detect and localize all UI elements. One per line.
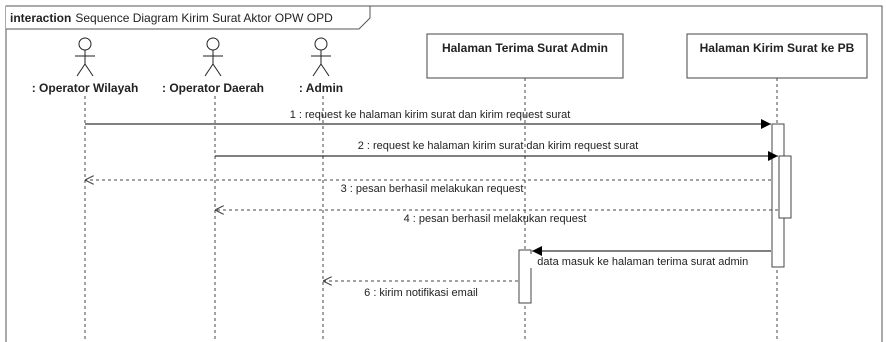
frame-tab bbox=[6, 5, 371, 30]
actor-label: : Operator Wilayah bbox=[32, 81, 139, 95]
message-5: 5 : data masuk ke halaman terima surat a… bbox=[522, 246, 771, 268]
message-label: 3 : pesan berhasil melakukan request bbox=[341, 183, 524, 195]
interaction-frame: interaction Sequence Diagram Kirim Surat … bbox=[5, 5, 883, 342]
message-label: 1 : request ke halaman kirim surat dan k… bbox=[290, 109, 571, 121]
actor-stick-figure-icon bbox=[311, 37, 331, 77]
message-4: 4 : pesan berhasil melakukan request bbox=[215, 210, 778, 225]
message-3: 3 : pesan berhasil melakukan request bbox=[85, 180, 771, 195]
message-1: 1 : request ke halaman kirim surat dan k… bbox=[85, 109, 771, 129]
message-label: 6 : kirim notifikasi email bbox=[364, 287, 478, 299]
activation-kirim-2 bbox=[778, 155, 792, 219]
frame-title: Sequence Diagram Kirim Surat Aktor OPW O… bbox=[75, 11, 333, 25]
message-6: 6 : kirim notifikasi email bbox=[323, 281, 518, 299]
object-box bbox=[426, 33, 624, 79]
actor-stick-figure-icon bbox=[203, 37, 223, 77]
actor-operator-daerah: : Operator Daerah bbox=[162, 37, 264, 95]
object-halaman-kirim-surat-ke-pb: Halaman Kirim Surat ke PB bbox=[686, 33, 868, 79]
object-halaman-terima-surat-admin: Halaman Terima Surat Admin bbox=[426, 33, 624, 79]
message-label: 2 : request ke halaman kirim surat dan k… bbox=[358, 140, 639, 152]
message-2: 2 : request ke halaman kirim surat dan k… bbox=[215, 140, 778, 161]
actor-label: : Admin bbox=[299, 81, 343, 95]
actor-stick-figure-icon bbox=[75, 37, 95, 77]
message-label: 5 : data masuk ke halaman terima surat a… bbox=[522, 256, 748, 268]
message-label-occlusion bbox=[522, 254, 537, 268]
frame-label: interaction Sequence Diagram Kirim Surat … bbox=[10, 11, 333, 25]
message-label: 4 : pesan berhasil melakukan request bbox=[404, 213, 587, 225]
actor-label: : Operator Daerah bbox=[162, 81, 264, 95]
actor-admin: : Admin bbox=[299, 37, 343, 95]
object-label: Halaman Terima Surat Admin bbox=[442, 41, 608, 55]
frame-keyword: interaction bbox=[10, 11, 71, 25]
object-label: Halaman Kirim Surat ke PB bbox=[700, 41, 855, 55]
actor-operator-wilayah: : Operator Wilayah bbox=[32, 37, 139, 95]
frame-border bbox=[5, 5, 883, 342]
object-box bbox=[686, 33, 868, 79]
